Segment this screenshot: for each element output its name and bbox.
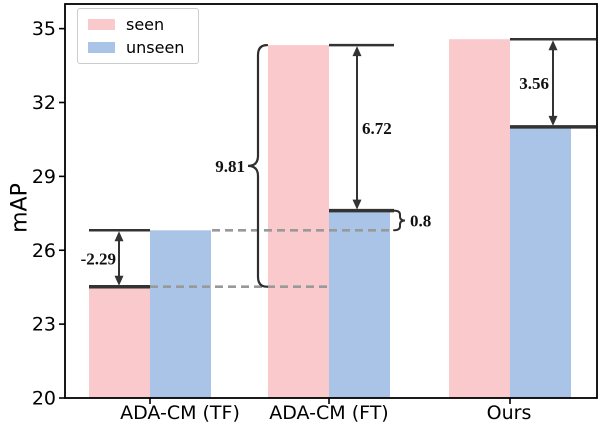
- legend-item-unseen: unseen: [88, 37, 184, 58]
- arrow-tf-gap-arrowhead-bottom: [114, 275, 124, 286]
- legend-swatch-unseen: [88, 42, 115, 53]
- legend-label-seen: seen: [126, 15, 165, 34]
- legend-swatch-seen: [88, 19, 115, 30]
- legend-label-unseen: unseen: [126, 38, 185, 57]
- bar-unseen-ada-cm-ft: [329, 210, 390, 398]
- bar-seen-ada-cm-tf: [89, 286, 150, 398]
- plot-border: [64, 3, 598, 399]
- arrow-ours-gap-arrowhead-bottom: [548, 115, 558, 126]
- x-tick-label-ada-cm-tf: ADA-CM (TF): [120, 402, 240, 424]
- x-tick-label-ada-cm-ft: ADA-CM (FT): [269, 402, 388, 424]
- x-tick-label-ours: Ours: [487, 402, 532, 424]
- y-tick-label-35: 35: [32, 18, 56, 40]
- y-tick-label-26: 26: [32, 240, 56, 262]
- annotation-label-ft-gap: 6.72: [362, 119, 392, 138]
- annotation-label-tf-gap: -2.29: [81, 249, 116, 268]
- annotation-label-unseen-gain: 0.8: [410, 211, 431, 230]
- arrow-tf-gap-arrowhead-top: [114, 231, 124, 242]
- legend-item-seen: seen: [88, 14, 184, 35]
- arrow-ft-gap-arrowhead-bottom: [352, 199, 362, 210]
- annotation-label-ours-gap: 3.56: [519, 74, 549, 93]
- bar-seen-ours: [449, 39, 510, 399]
- y-tick-label-20: 20: [32, 388, 56, 410]
- y-tick-label-29: 29: [32, 166, 56, 188]
- bar-unseen-ada-cm-tf: [150, 230, 211, 398]
- bar-seen-ada-cm-ft: [268, 45, 329, 398]
- arrow-ours-gap-arrowhead-top: [548, 40, 558, 51]
- brace-seen-gain: [247, 44, 269, 288]
- bar-unseen-ours: [510, 126, 571, 398]
- legend: seen unseen: [77, 8, 200, 64]
- arrow-ft-gap-arrowhead-top: [352, 46, 362, 57]
- y-axis-label: mAP: [7, 183, 33, 233]
- brace-unseen-gain: [393, 209, 406, 232]
- y-tick-label-32: 32: [32, 92, 56, 114]
- annotation-label-seen-gain: 9.81: [215, 157, 245, 176]
- y-tick-label-23: 23: [32, 314, 56, 336]
